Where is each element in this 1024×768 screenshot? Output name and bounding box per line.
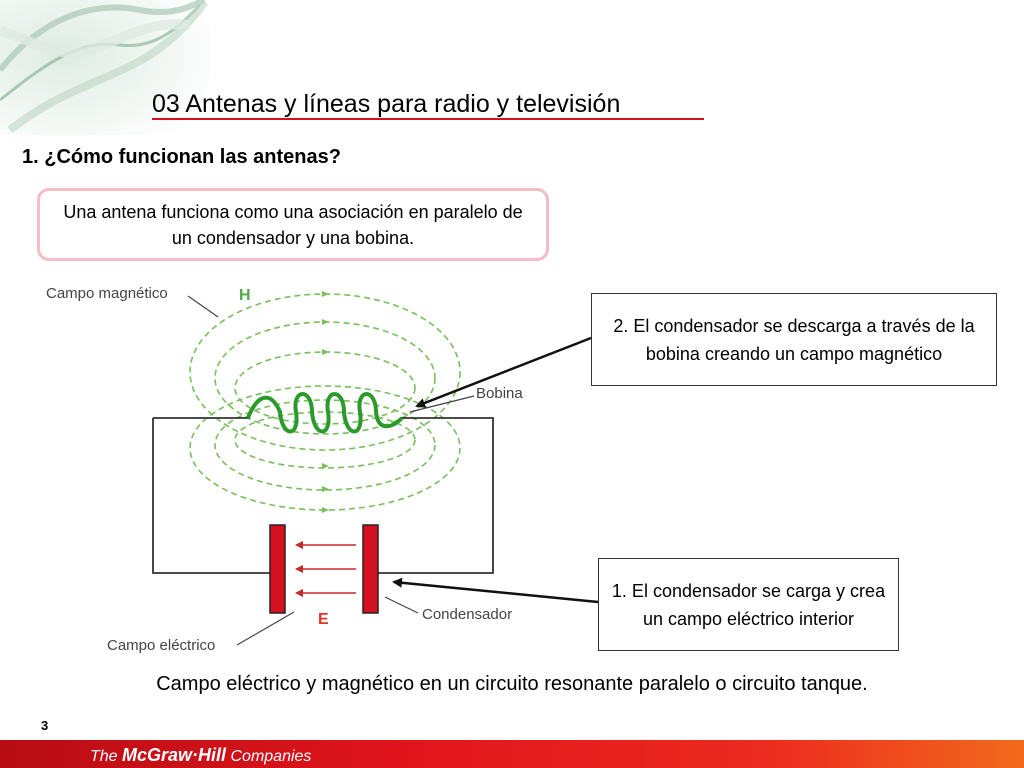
callout-discharge-text: 2. El condensador se descarga a través d… [613, 315, 975, 364]
label-h: H [239, 287, 251, 304]
label-e: E [318, 611, 329, 628]
field-line-outer-top [189, 293, 461, 451]
intro-text: Una antena funciona como una asociación … [63, 201, 523, 248]
section-heading: 1. ¿Cómo funcionan las antenas? [22, 146, 341, 168]
capacitor-plate-left [269, 524, 286, 614]
capacitor-plate-right [362, 524, 379, 614]
circuit-wires [152, 417, 494, 574]
label-coil: Bobina [476, 385, 523, 402]
publisher-logo: The McGraw·Hill Companies [90, 745, 312, 765]
callout-capacitor-charge: 1. El condensador se carga y crea un cam… [598, 558, 899, 651]
callout-capacitor-discharge: 2. El condensador se descarga a través d… [591, 293, 997, 386]
field-direction-arrowheads [322, 291, 329, 513]
pointer-arrow-capacitor [392, 577, 599, 604]
field-line-outer-bottom [189, 385, 461, 511]
label-magnetic-field: Campo magnético [46, 285, 168, 302]
coil [246, 392, 404, 434]
electric-field-arrows [295, 541, 356, 597]
field-line-inner-bottom [234, 411, 416, 469]
footer-bar: The McGraw·Hill Companies [0, 740, 1024, 768]
field-line-inner-top [234, 351, 416, 425]
title-underline [152, 118, 704, 120]
field-line-mid-bottom [214, 399, 436, 491]
callout-charge-text: 1. El condensador se carga y crea un cam… [611, 580, 886, 629]
label-electric-field: Campo eléctrico [107, 637, 215, 654]
figure-caption: Campo eléctrico y magnético en un circui… [156, 673, 868, 695]
intro-text-box: Una antena funciona como una asociación … [37, 188, 549, 261]
pointer-arrow-coil [415, 336, 592, 408]
tank-circuit-diagram: Campo magnético H Bobina Condensador E C… [46, 285, 599, 654]
slide-title: 03 Antenas y líneas para radio y televis… [152, 90, 621, 118]
decorative-swirl-image [0, 0, 210, 135]
magnetic-field-lines [189, 293, 461, 511]
page-number: 3 [41, 718, 49, 733]
label-capacitor: Condensador [422, 606, 512, 623]
